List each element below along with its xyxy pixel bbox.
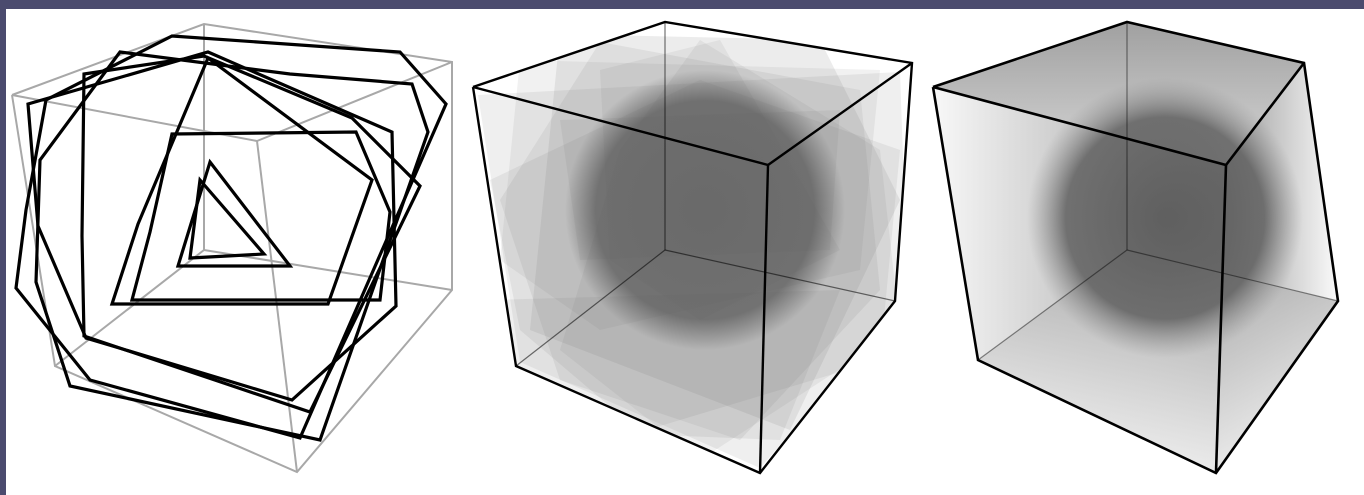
figure-svg xyxy=(6,9,1364,495)
figure-canvas xyxy=(6,9,1364,495)
slice-polygons xyxy=(16,36,446,440)
panel-final-render xyxy=(930,20,1340,476)
panel-proxy-slices xyxy=(12,24,452,472)
panel-blended-slices xyxy=(473,22,912,473)
sphere xyxy=(565,70,845,350)
volume-faces xyxy=(930,20,1340,476)
slice-polygon-3 xyxy=(82,56,420,412)
translucent-slices xyxy=(478,34,908,468)
